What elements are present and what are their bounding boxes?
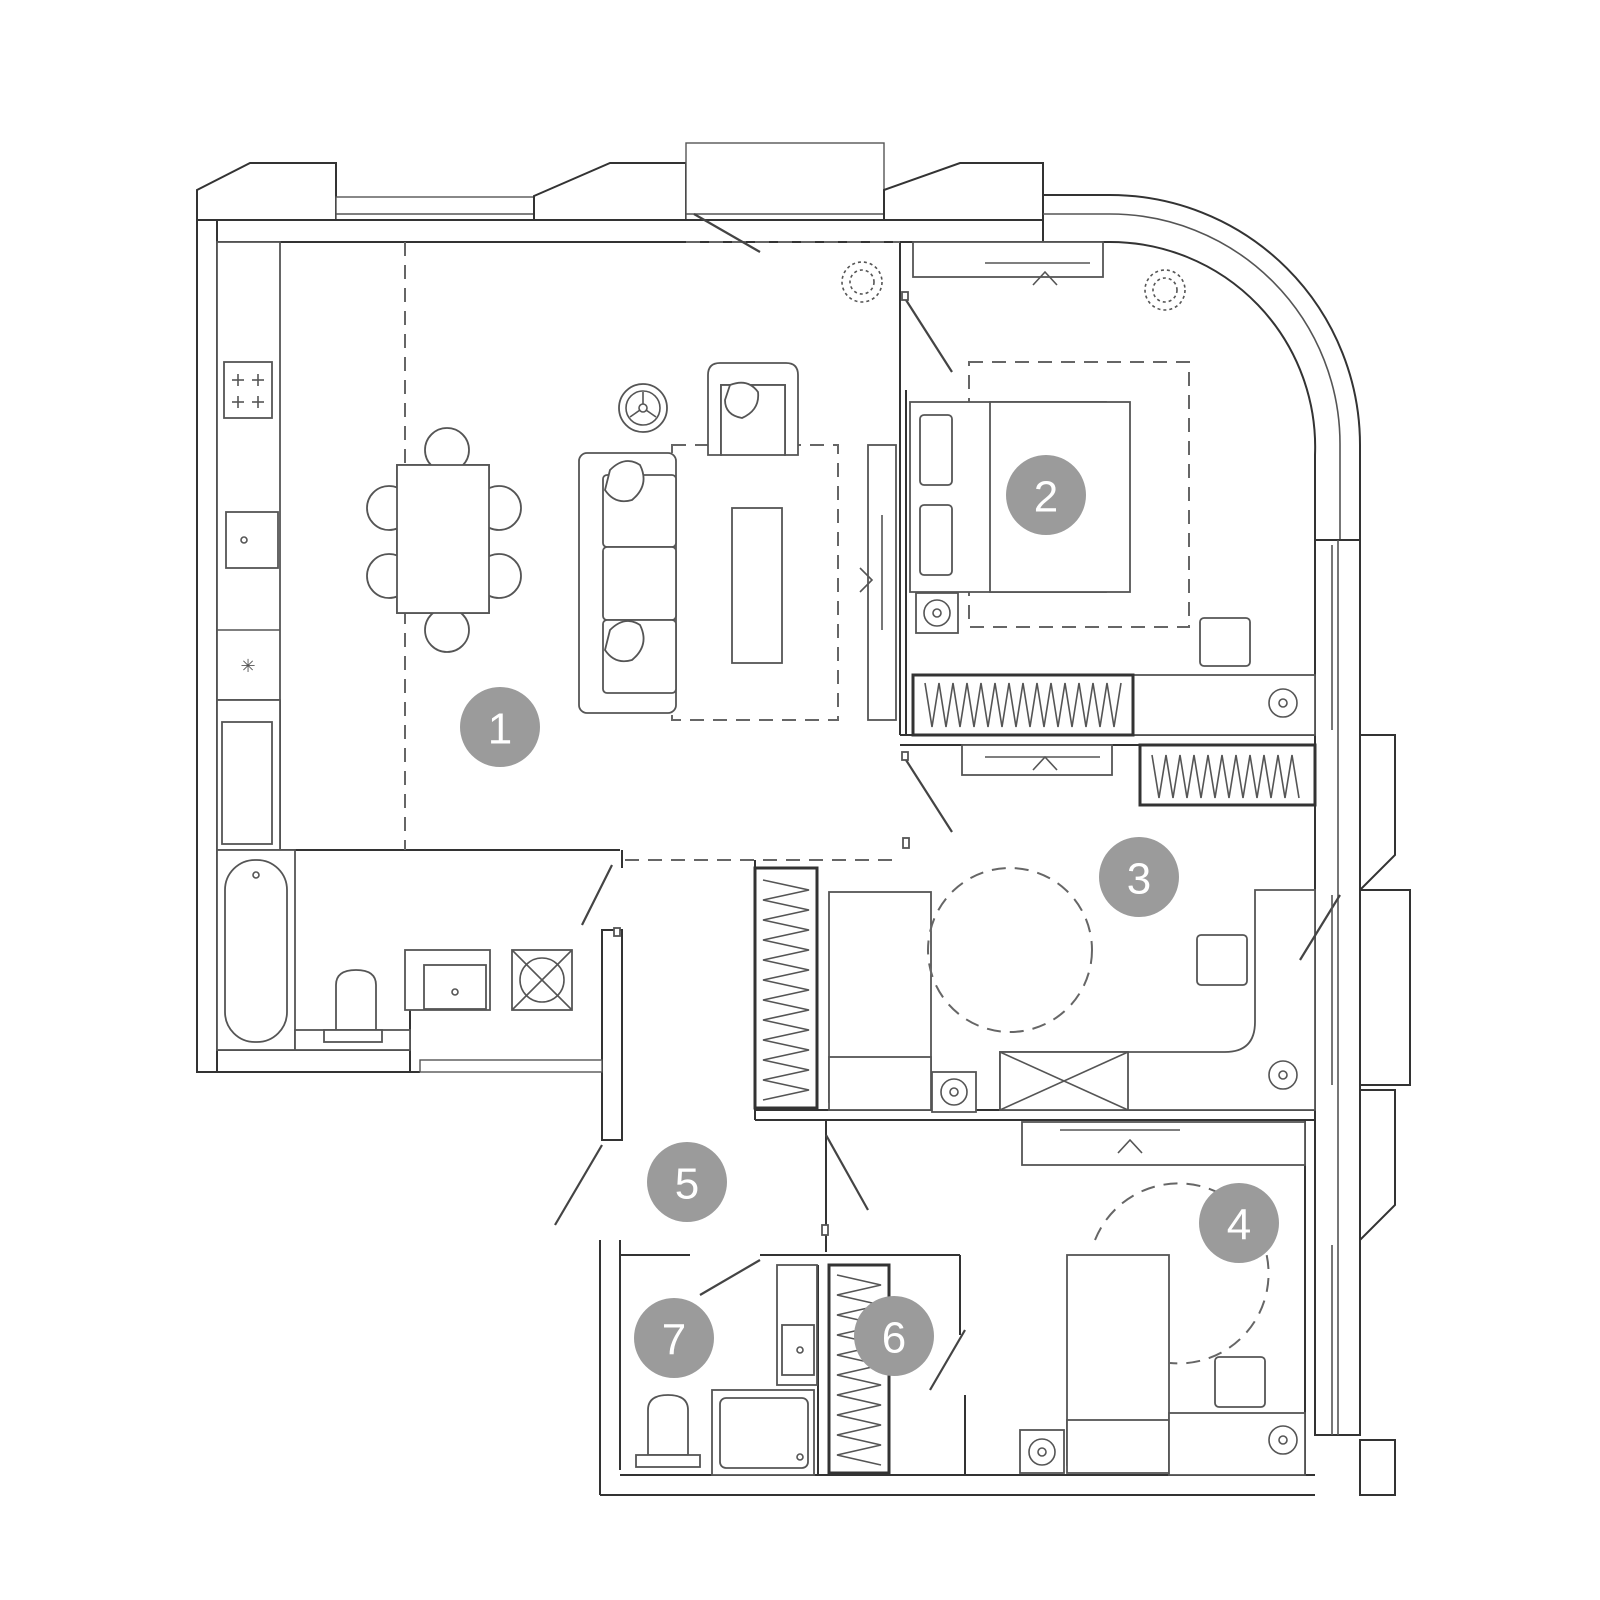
room-badge-7[interactable]: 7 [634,1298,714,1378]
svg-text:6: 6 [882,1314,906,1363]
room-badge-1[interactable]: 1 [460,687,540,767]
room-badge-4[interactable]: 4 [1199,1183,1279,1263]
doors [554,213,1341,1391]
svg-text:5: 5 [675,1160,699,1209]
plant-icon [841,261,1186,311]
room-badge-6[interactable]: 6 [854,1296,934,1376]
wardrobe-icon [753,866,819,1110]
bedroom-2 [909,241,1316,737]
svg-text:2: 2 [1034,473,1058,522]
dining-table [366,427,522,653]
svg-text:✳: ✳ [240,656,255,677]
sink-icon [781,1324,815,1376]
wall-left [196,219,420,1073]
kitchen: ✳ [216,241,281,851]
toilet-icon [335,969,377,1031]
stove-icon [223,361,273,419]
svg-text:7: 7 [662,1316,686,1365]
svg-text:4: 4 [1227,1201,1251,1250]
bedroom-4 [1019,1121,1306,1476]
facade-top [196,142,1044,243]
sink-icon [225,511,279,569]
bedroom-3 [753,743,1317,1113]
wall-right [1314,539,1411,1496]
room-badge-2[interactable]: 2 [1006,455,1086,535]
bathroom-1 [216,849,603,1073]
bathroom-7 [635,1264,818,1476]
toilet-icon [647,1394,689,1456]
room-badge-3[interactable]: 3 [1099,837,1179,917]
svg-text:3: 3 [1127,855,1151,904]
living-area [578,362,897,721]
room-badge-5[interactable]: 5 [647,1142,727,1222]
sink-icon [423,964,487,1010]
svg-text:1: 1 [488,705,512,754]
